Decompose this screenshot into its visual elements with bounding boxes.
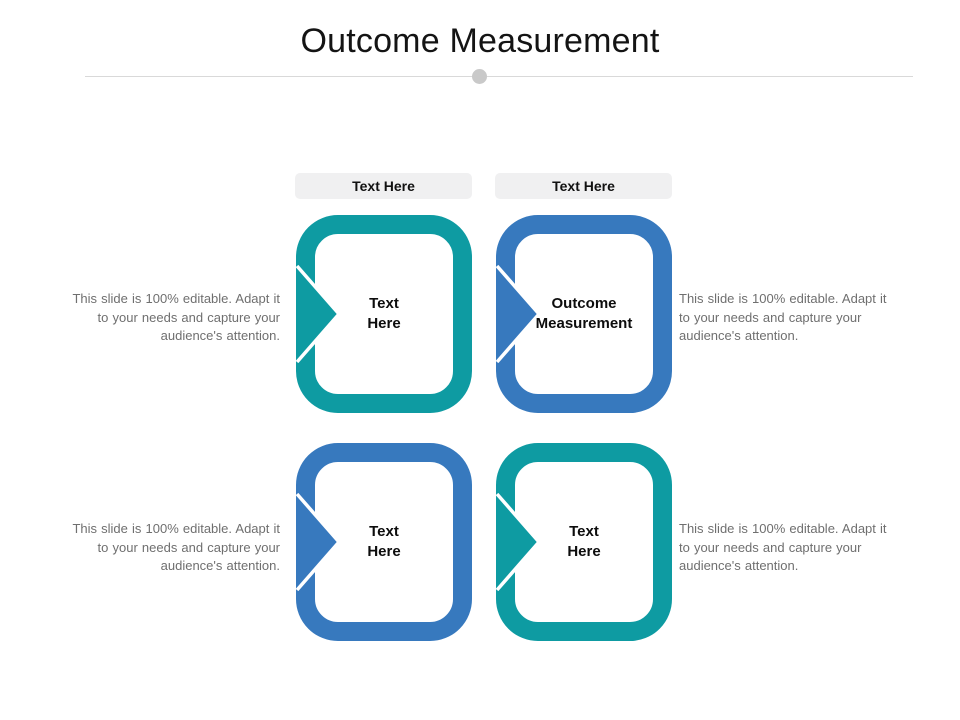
card-top-right[interactable]: Outcome Measurement [495,215,672,413]
card-label: Text Here [315,462,453,622]
title-divider-dot [472,69,487,84]
description-line: audience's attention. [679,328,799,343]
description-line: This slide is 100% editable. Adapt it [72,521,280,536]
description-line: audience's attention. [160,328,280,343]
description-line: This slide is 100% editable. Adapt it [72,291,280,306]
description-line: This slide is 100% editable. Adapt it [679,291,887,306]
description-line: to your needs and capture your [97,309,280,325]
card-label-line: Text [369,523,399,540]
card-label-line: Here [367,543,401,560]
card-top-left[interactable]: Text Here [295,215,472,413]
description-bottom-left[interactable]: This slide is 100% editable. Adapt it to… [64,520,280,576]
description-line: audience's attention. [679,558,799,573]
description-line: to your needs and capture your [97,539,280,555]
description-top-left[interactable]: This slide is 100% editable. Adapt it to… [64,290,280,346]
description-line: audience's attention. [160,558,280,573]
card-label-line: Text [569,523,599,540]
card-bottom-right[interactable]: Text Here [495,443,672,641]
chip-label: Text Here [352,178,415,194]
title-divider-line [85,76,913,77]
card-frame [296,443,472,641]
slide-title[interactable]: Outcome Measurement [300,22,660,60]
description-bottom-right[interactable]: This slide is 100% editable. Adapt it to… [679,520,895,576]
card-label: Text Here [515,462,653,622]
card-label-line: Measurement [535,315,633,332]
description-line: to your needs and capture your [679,309,862,325]
card-label-line: Here [367,315,401,332]
description-top-right[interactable]: This slide is 100% editable. Adapt it to… [679,290,895,346]
card-label: Text Here [315,234,453,394]
card-label-line: Here [567,543,601,560]
card-bottom-left[interactable]: Text Here [295,443,472,641]
chip-label: Text Here [552,178,615,194]
card-label-line: Text [369,295,399,312]
description-line: to your needs and capture your [679,539,862,555]
description-line: This slide is 100% editable. Adapt it [679,521,887,536]
card-label-line: Outcome [551,295,617,312]
chip-top-left[interactable]: Text Here [295,173,472,199]
card-label: Outcome Measurement [515,234,653,394]
chip-top-right[interactable]: Text Here [495,173,672,199]
